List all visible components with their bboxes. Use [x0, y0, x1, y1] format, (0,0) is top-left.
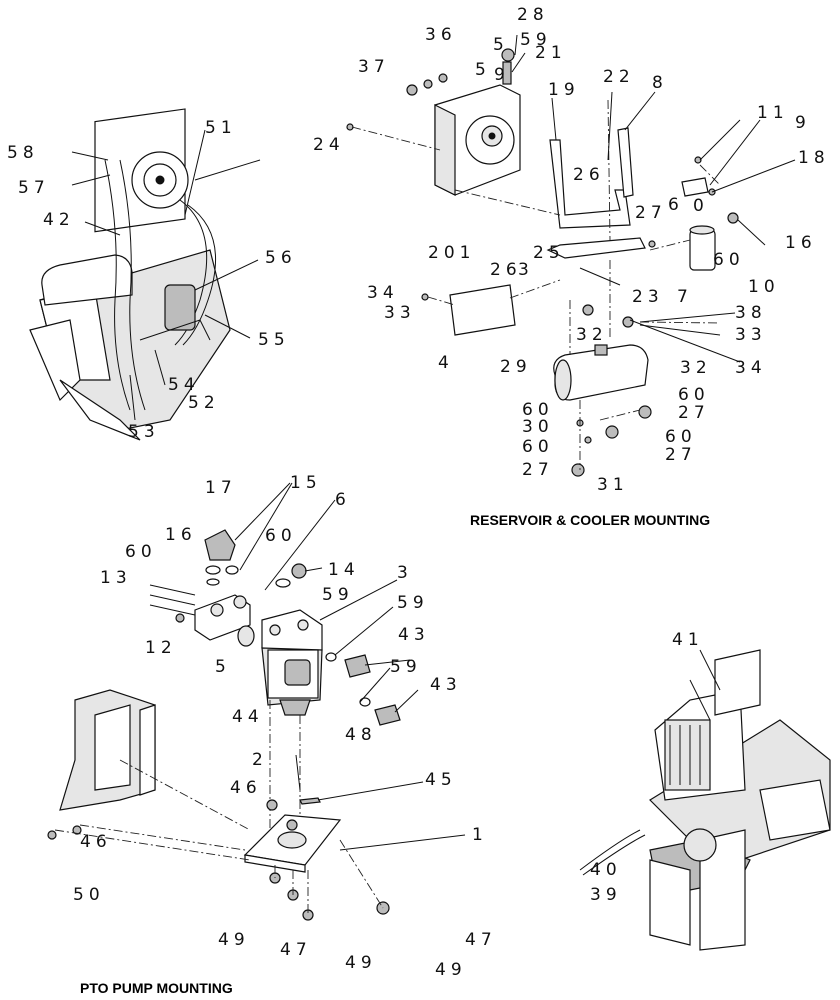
callout-32: 32: [576, 325, 608, 345]
callout-18: 18: [798, 148, 830, 168]
callout-59: 59: [397, 593, 429, 613]
callout-16: 16: [165, 525, 197, 545]
callout-60: 60: [713, 250, 745, 270]
callout-59: 59: [322, 585, 354, 605]
callout-3: 3: [397, 563, 413, 583]
callout-44: 44: [232, 707, 264, 727]
callout-60: 60: [522, 400, 554, 420]
callout-49: 49: [435, 960, 467, 980]
callout-58: 58: [7, 143, 39, 163]
callout-31: 31: [597, 475, 629, 495]
callout-25: 25: [533, 243, 565, 263]
leader-lines: [71, 34, 796, 851]
callout-60: 60: [265, 526, 297, 546]
callout-36: 36: [425, 25, 457, 45]
callout-50: 50: [73, 885, 105, 905]
callout-2: 2: [252, 750, 268, 770]
tractor-hydraulics-assembly: [29, 108, 261, 441]
callout-9: 9: [795, 113, 811, 133]
callout-46: 46: [80, 832, 112, 852]
callout-5: 5: [493, 35, 509, 55]
callout-45: 45: [425, 770, 457, 790]
callout-57: 57: [18, 178, 50, 198]
callout-51: 51: [205, 118, 237, 138]
callout-46: 46: [230, 778, 262, 798]
callout-49: 49: [345, 953, 377, 973]
callout-56: 56: [265, 248, 297, 268]
callout-14: 14: [328, 560, 360, 580]
callout-29: 29: [500, 357, 532, 377]
callout-12: 12: [145, 638, 177, 658]
callout-5: 5: [215, 657, 231, 677]
callout-60: 60: [522, 437, 554, 457]
callout-19: 19: [548, 80, 580, 100]
callout-32: 32: [680, 358, 712, 378]
callout-13: 13: [100, 568, 132, 588]
callout-28: 28: [517, 5, 549, 25]
section-title-pto-pump: PTO PUMP MOUNTING: [80, 980, 233, 996]
callout-15: 15: [290, 473, 322, 493]
callout-0: 0: [693, 196, 709, 216]
callout-40: 40: [590, 860, 622, 880]
callout-11: 11: [757, 103, 789, 123]
callout-7: 7: [677, 287, 693, 307]
callout-26: 26: [490, 260, 522, 280]
callout-labels: 28 36 5 59 21 37 5 9 19 22 8 24 11 9 18 …: [7, 5, 830, 980]
callout-60: 60: [665, 427, 697, 447]
pto-pump-exploded-view: [47, 529, 401, 921]
callout-6: 6: [668, 195, 684, 215]
callout-27: 27: [665, 445, 697, 465]
callout-33: 33: [384, 303, 416, 323]
callout-24: 24: [313, 135, 345, 155]
callout-1: 1: [472, 825, 488, 845]
callout-54: 54: [168, 375, 200, 395]
callout-39: 39: [590, 885, 622, 905]
callout-21: 21: [535, 43, 567, 63]
callout-27: 27: [678, 403, 710, 423]
callout-27: 27: [522, 460, 554, 480]
callout-10: 10: [748, 277, 780, 297]
callout-59: 59: [520, 30, 552, 50]
callout-43: 43: [430, 675, 462, 695]
tractor-assembly-view: [579, 649, 831, 951]
callout-9: 9: [494, 65, 510, 85]
callout-49: 49: [218, 930, 250, 950]
callout-201: 201: [428, 243, 475, 263]
reservoir-cooler-exploded-view: [346, 48, 739, 477]
section-title-reservoir-cooler: RESERVOIR & COOLER MOUNTING: [470, 512, 710, 528]
callout-26: 26: [573, 165, 605, 185]
callout-4: 4: [438, 353, 454, 373]
callout-53: 53: [128, 422, 160, 442]
callout-37: 37: [358, 57, 390, 77]
callout-23: 23: [632, 287, 664, 307]
callout-47: 47: [280, 940, 312, 960]
callout-60: 60: [125, 542, 157, 562]
callout-22: 22: [603, 67, 635, 87]
callout-41: 41: [672, 630, 704, 650]
callout-38: 38: [735, 303, 767, 323]
callout-59: 59: [390, 657, 422, 677]
callout-60: 60: [678, 385, 710, 405]
callout-42: 42: [43, 210, 75, 230]
callout-6: 6: [335, 490, 351, 510]
callout-8: 8: [652, 73, 668, 93]
callout-3: 3: [518, 260, 534, 280]
callout-16: 16: [785, 233, 817, 253]
callout-27: 27: [635, 203, 667, 223]
callout-34: 34: [367, 283, 399, 303]
callout-48: 48: [345, 725, 377, 745]
callout-34: 34: [735, 358, 767, 378]
callout-47: 47: [465, 930, 497, 950]
callout-17: 17: [205, 478, 237, 498]
callout-52: 52: [188, 393, 220, 413]
callout-43: 43: [398, 625, 430, 645]
callout-5: 5: [475, 60, 491, 80]
callout-55: 55: [258, 330, 290, 350]
callout-30: 30: [522, 417, 554, 437]
callout-33: 33: [735, 325, 767, 345]
